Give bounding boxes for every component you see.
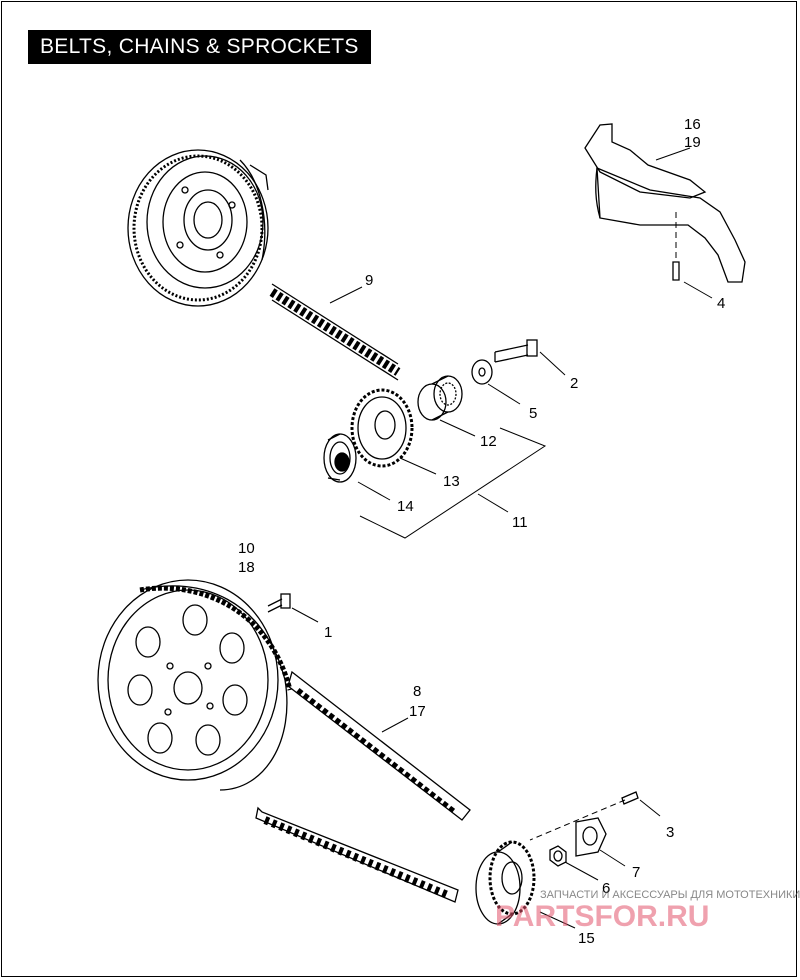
primary-chain-drawing <box>269 283 401 381</box>
watermark-tagline: ЗАПЧАСТИ И АКСЕССУАРЫ ДЛЯ МОТОТЕХНИКИ <box>540 889 800 901</box>
pulley-bolt-drawing <box>267 593 291 613</box>
callout-17: 17 <box>409 703 426 720</box>
engine-sprocket-drawing <box>350 388 414 468</box>
callout-13: 13 <box>443 473 460 490</box>
page-title: BELTS, CHAINS & SPROCKETS <box>28 30 371 64</box>
callout-15: 15 <box>578 930 595 947</box>
callout-9: 9 <box>365 272 373 289</box>
callout-11: 11 <box>512 514 528 531</box>
compensator-drawing <box>323 433 357 483</box>
lock-screw-drawing <box>621 791 639 805</box>
washer-drawing <box>471 359 493 385</box>
transmission-sprocket-drawing <box>475 840 536 925</box>
callout-6: 6 <box>602 880 610 897</box>
callout-16: 16 <box>684 116 701 133</box>
drive-belt-drawing <box>255 670 471 903</box>
chain-guard-drawing <box>584 123 746 283</box>
sprocket-nut-drawing <box>549 845 567 867</box>
callout-3: 3 <box>666 824 674 841</box>
sprocket-hub-drawing <box>417 375 463 421</box>
callout-5: 5 <box>529 405 537 422</box>
callout-10: 10 <box>238 540 255 557</box>
callout-1: 1 <box>324 624 332 641</box>
engine-sprocket-bolt-drawing <box>494 339 538 363</box>
callout-2: 2 <box>570 375 578 392</box>
rear-pulley-drawing <box>97 579 293 791</box>
callout-4: 4 <box>717 295 725 312</box>
clutch-sprocket-drawing <box>127 149 269 307</box>
callout-18: 18 <box>238 559 255 576</box>
callout-8: 8 <box>413 683 421 700</box>
callout-7: 7 <box>632 864 640 881</box>
callout-12: 12 <box>480 433 497 450</box>
watermark-brand: PARTSFOR.RU <box>495 900 709 933</box>
callout-19: 19 <box>684 134 701 151</box>
lock-plate-drawing <box>575 817 607 857</box>
callout-14: 14 <box>397 498 414 515</box>
